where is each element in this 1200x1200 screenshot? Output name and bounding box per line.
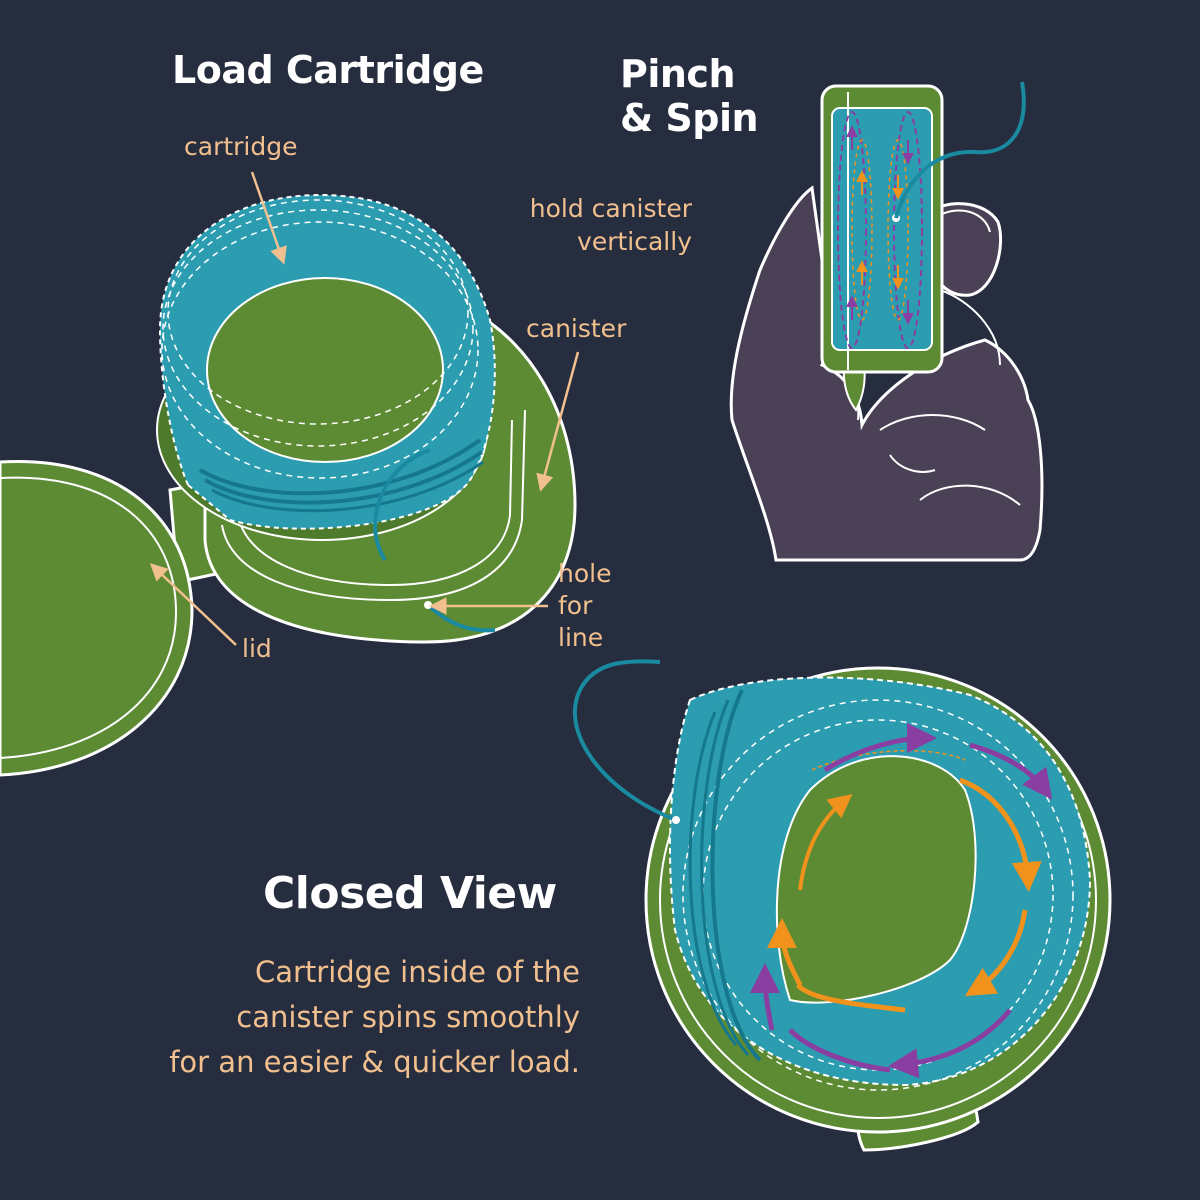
fishing-line-closed: [573, 659, 677, 822]
hold-instruction-line-2: vertically: [577, 227, 692, 256]
hole-label-line-1: hole: [558, 559, 612, 588]
description-line-3: for an easier & quicker load.: [169, 1045, 580, 1079]
description-line-1: Cartridge inside of the: [254, 955, 580, 989]
description-line-2: canister spins smoothly: [236, 1000, 580, 1034]
hole-label-line-2: for: [558, 591, 593, 620]
lid-pointer: [149, 563, 237, 646]
pinch-title-line-2: & Spin: [620, 96, 759, 140]
line-hole: [424, 601, 432, 609]
load-cartridge-title: Load Cartridge: [172, 48, 484, 92]
closed-line-hole: [672, 816, 680, 824]
closed-canister: [644, 666, 1112, 1152]
canister-label: canister: [526, 314, 627, 343]
closed-view-title: Closed View: [263, 868, 557, 919]
pinch-spin-title: Pinch & Spin: [620, 52, 759, 140]
vertical-canister: [820, 84, 944, 412]
lid-label: lid: [242, 634, 272, 663]
hold-instruction-line-1: hold canister: [529, 194, 692, 223]
pinch-title-line-1: Pinch: [620, 52, 736, 96]
fishing-line-load: [373, 448, 431, 562]
fishing-line-pinch: [894, 81, 1026, 219]
canister-pointer: [536, 351, 580, 492]
spin-arrows: [750, 723, 1053, 1079]
cartridge-label: cartridge: [184, 132, 298, 161]
hole-label: hole for line: [558, 558, 611, 654]
hand-illustration: [729, 185, 1044, 562]
closed-view-description: Cartridge inside of the canister spins s…: [60, 950, 580, 1085]
cartridge-illustration: [158, 193, 496, 530]
hold-instruction: hold canister vertically: [490, 192, 692, 258]
cartridge-pointer: [250, 171, 287, 265]
hole-label-line-3: line: [558, 623, 604, 652]
